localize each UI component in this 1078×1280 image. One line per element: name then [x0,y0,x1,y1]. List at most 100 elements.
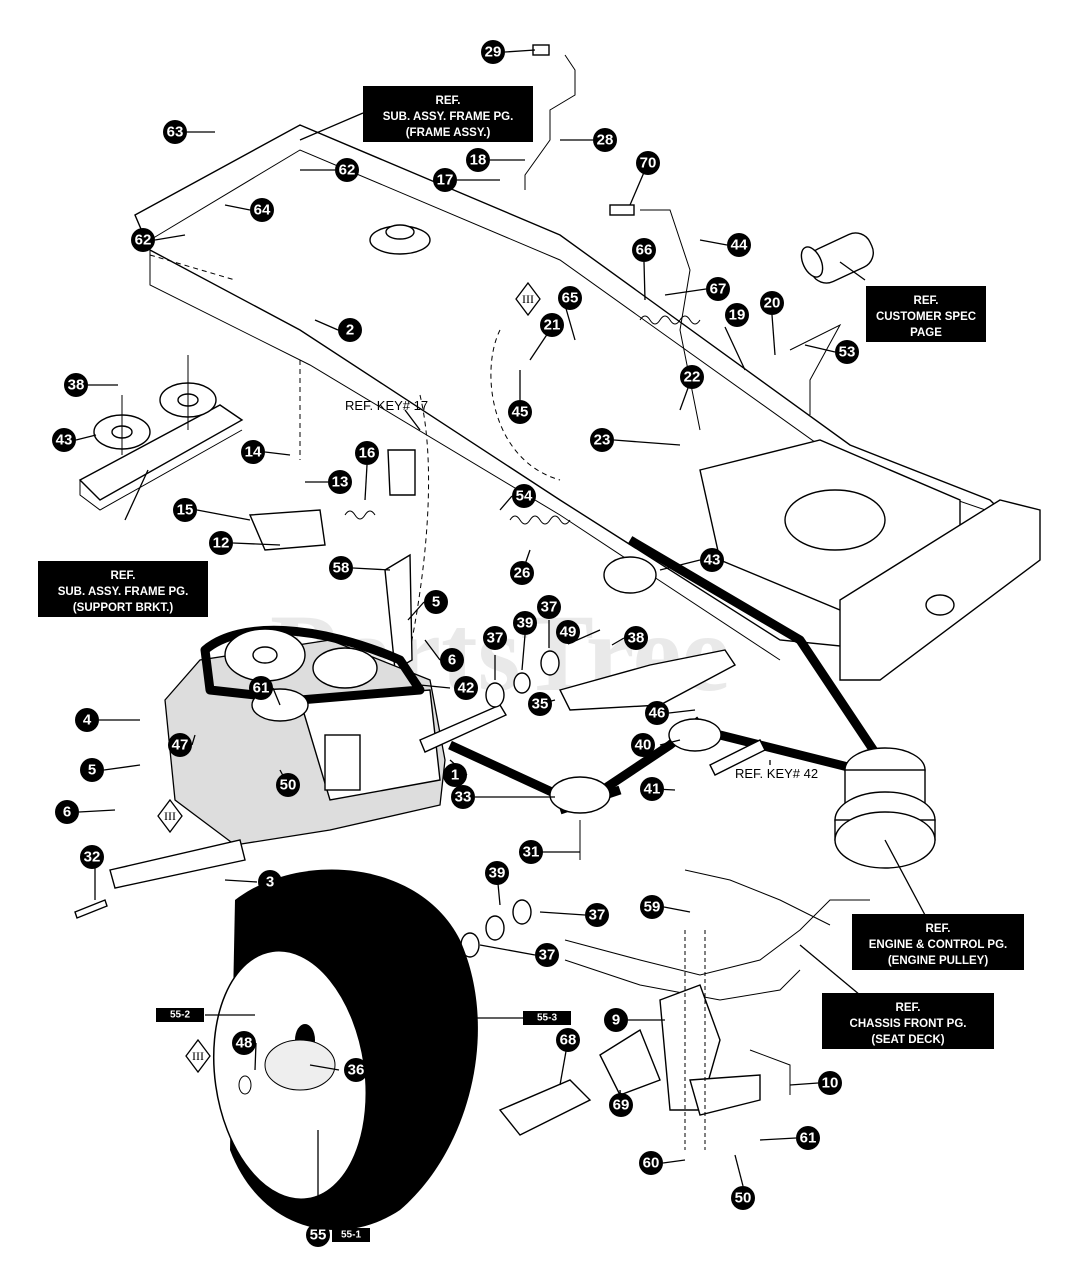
svg-text:39: 39 [517,615,534,632]
callout-marker: 13 [328,470,352,494]
callout-marker: 61 [796,1126,820,1150]
callout-marker: 50 [731,1186,755,1210]
svg-text:13: 13 [332,474,349,491]
callout-marker: 39 [513,611,537,635]
callout-marker: 20 [760,291,784,315]
callout-marker: 39 [485,861,509,885]
svg-text:6: 6 [63,804,71,821]
svg-text:28: 28 [597,132,614,149]
svg-text:19: 19 [729,307,746,324]
callout-marker: 12 [209,531,233,555]
callout-marker: 1 [443,763,467,787]
pulley-40 [668,718,722,752]
svg-text:47: 47 [172,737,189,754]
svg-text:15: 15 [177,502,194,519]
shift-lever [789,323,842,415]
washer-39-a [513,672,531,694]
svg-text:62: 62 [339,162,356,179]
diamond-marker: III [515,281,541,317]
svg-text:III: III [164,809,176,823]
svg-text:14: 14 [245,444,262,461]
ref-customer-spec: REF. CUSTOMER SPEC PAGE [866,286,986,342]
svg-text:4: 4 [83,712,92,729]
bracket-17 [387,449,416,496]
callout-marker: 42 [454,676,478,700]
pulley-33 [549,776,611,814]
callout-marker: 6 [55,800,79,824]
svg-text:64: 64 [254,202,271,219]
svg-text:66: 66 [636,242,653,259]
ref-support-brkt-line3: (SUPPORT BRKT.) [73,602,173,614]
svg-text:55-2: 55-2 [170,1010,190,1021]
callout-marker: 38 [624,626,648,650]
callout-marker: 2 [338,318,362,342]
svg-text:58: 58 [333,560,350,577]
washer-37-d [512,899,532,925]
callout-marker: 41 [640,777,664,801]
callout-marker: 21 [540,313,564,337]
engine-pulley [834,747,936,869]
svg-text:49: 49 [560,624,577,641]
ref-frame-assy: REF. SUB. ASSY. FRAME PG. (FRAME ASSY.) [363,86,533,142]
svg-text:29: 29 [485,44,502,61]
svg-text:21: 21 [544,317,561,334]
ref-engine-pulley: REF. ENGINE & CONTROL PG. (ENGINE PULLEY… [852,914,1024,970]
sub-label-55-1: 55-1 [332,1228,370,1242]
diamond-marker: III [157,798,183,834]
svg-text:5: 5 [88,762,96,779]
svg-text:35: 35 [532,696,549,713]
callout-marker: 37 [585,903,609,927]
svg-text:31: 31 [523,844,540,861]
callout-marker: 45 [508,400,532,424]
callout-marker: 32 [80,845,104,869]
svg-text:63: 63 [167,124,184,141]
idler-bracket [248,509,326,551]
callout-marker: 36 [344,1058,368,1082]
callout-marker: 19 [725,303,749,327]
callout-marker: 9 [604,1008,628,1032]
callouts: 29 28 63 18 62 17 64 62 70 44 66 67 20 1… [52,40,859,1247]
key-32 [74,899,108,919]
callout-marker: 68 [556,1028,580,1052]
svg-text:26: 26 [514,565,531,582]
shaft [709,739,766,776]
svg-text:38: 38 [68,377,85,394]
callout-marker: 66 [632,238,656,262]
callout-marker: 49 [556,620,580,644]
svg-text:16: 16 [359,445,376,462]
svg-text:37: 37 [487,630,504,647]
bracket-58 [384,553,413,672]
ref-seat-deck-line3: (SEAT DECK) [871,1034,944,1046]
callout-marker: 5 [424,590,448,614]
callout-marker: 40 [631,733,655,757]
svg-text:42: 42 [458,680,475,697]
callout-marker: 10 [818,1071,842,1095]
washer-37-a [485,682,505,708]
diamond-marker: III [185,1038,211,1074]
svg-text:32: 32 [84,849,101,866]
callout-marker: 31 [519,840,543,864]
ref-customer-spec-line2: CUSTOMER SPEC [876,311,976,323]
washer-37-b [540,650,560,676]
svg-text:1: 1 [451,767,459,784]
svg-text:10: 10 [822,1075,839,1092]
svg-text:18: 18 [470,152,487,169]
svg-text:44: 44 [731,237,748,254]
svg-text:50: 50 [280,777,297,794]
seat-deck [564,869,870,1150]
rear-wheel [212,869,478,1230]
callout-marker: 53 [835,340,859,364]
ref-frame-assy-line3: (FRAME ASSY.) [406,127,491,139]
callout-marker: 29 [481,40,505,64]
callout-marker: 4 [75,708,99,732]
svg-text:50: 50 [735,1190,752,1207]
ref-customer-spec-line1: REF. [914,295,939,307]
svg-text:41: 41 [644,781,661,798]
ref-seat-deck-line2: CHASSIS FRONT PG. [850,1018,967,1030]
callout-marker: 6 [440,648,464,672]
ref-engine-pulley-line1: REF. [926,923,951,935]
svg-text:61: 61 [253,680,270,697]
callout-marker: 37 [483,626,507,650]
callout-marker: 54 [512,484,536,508]
sub-label-55-3: 55-3 [523,1011,571,1025]
